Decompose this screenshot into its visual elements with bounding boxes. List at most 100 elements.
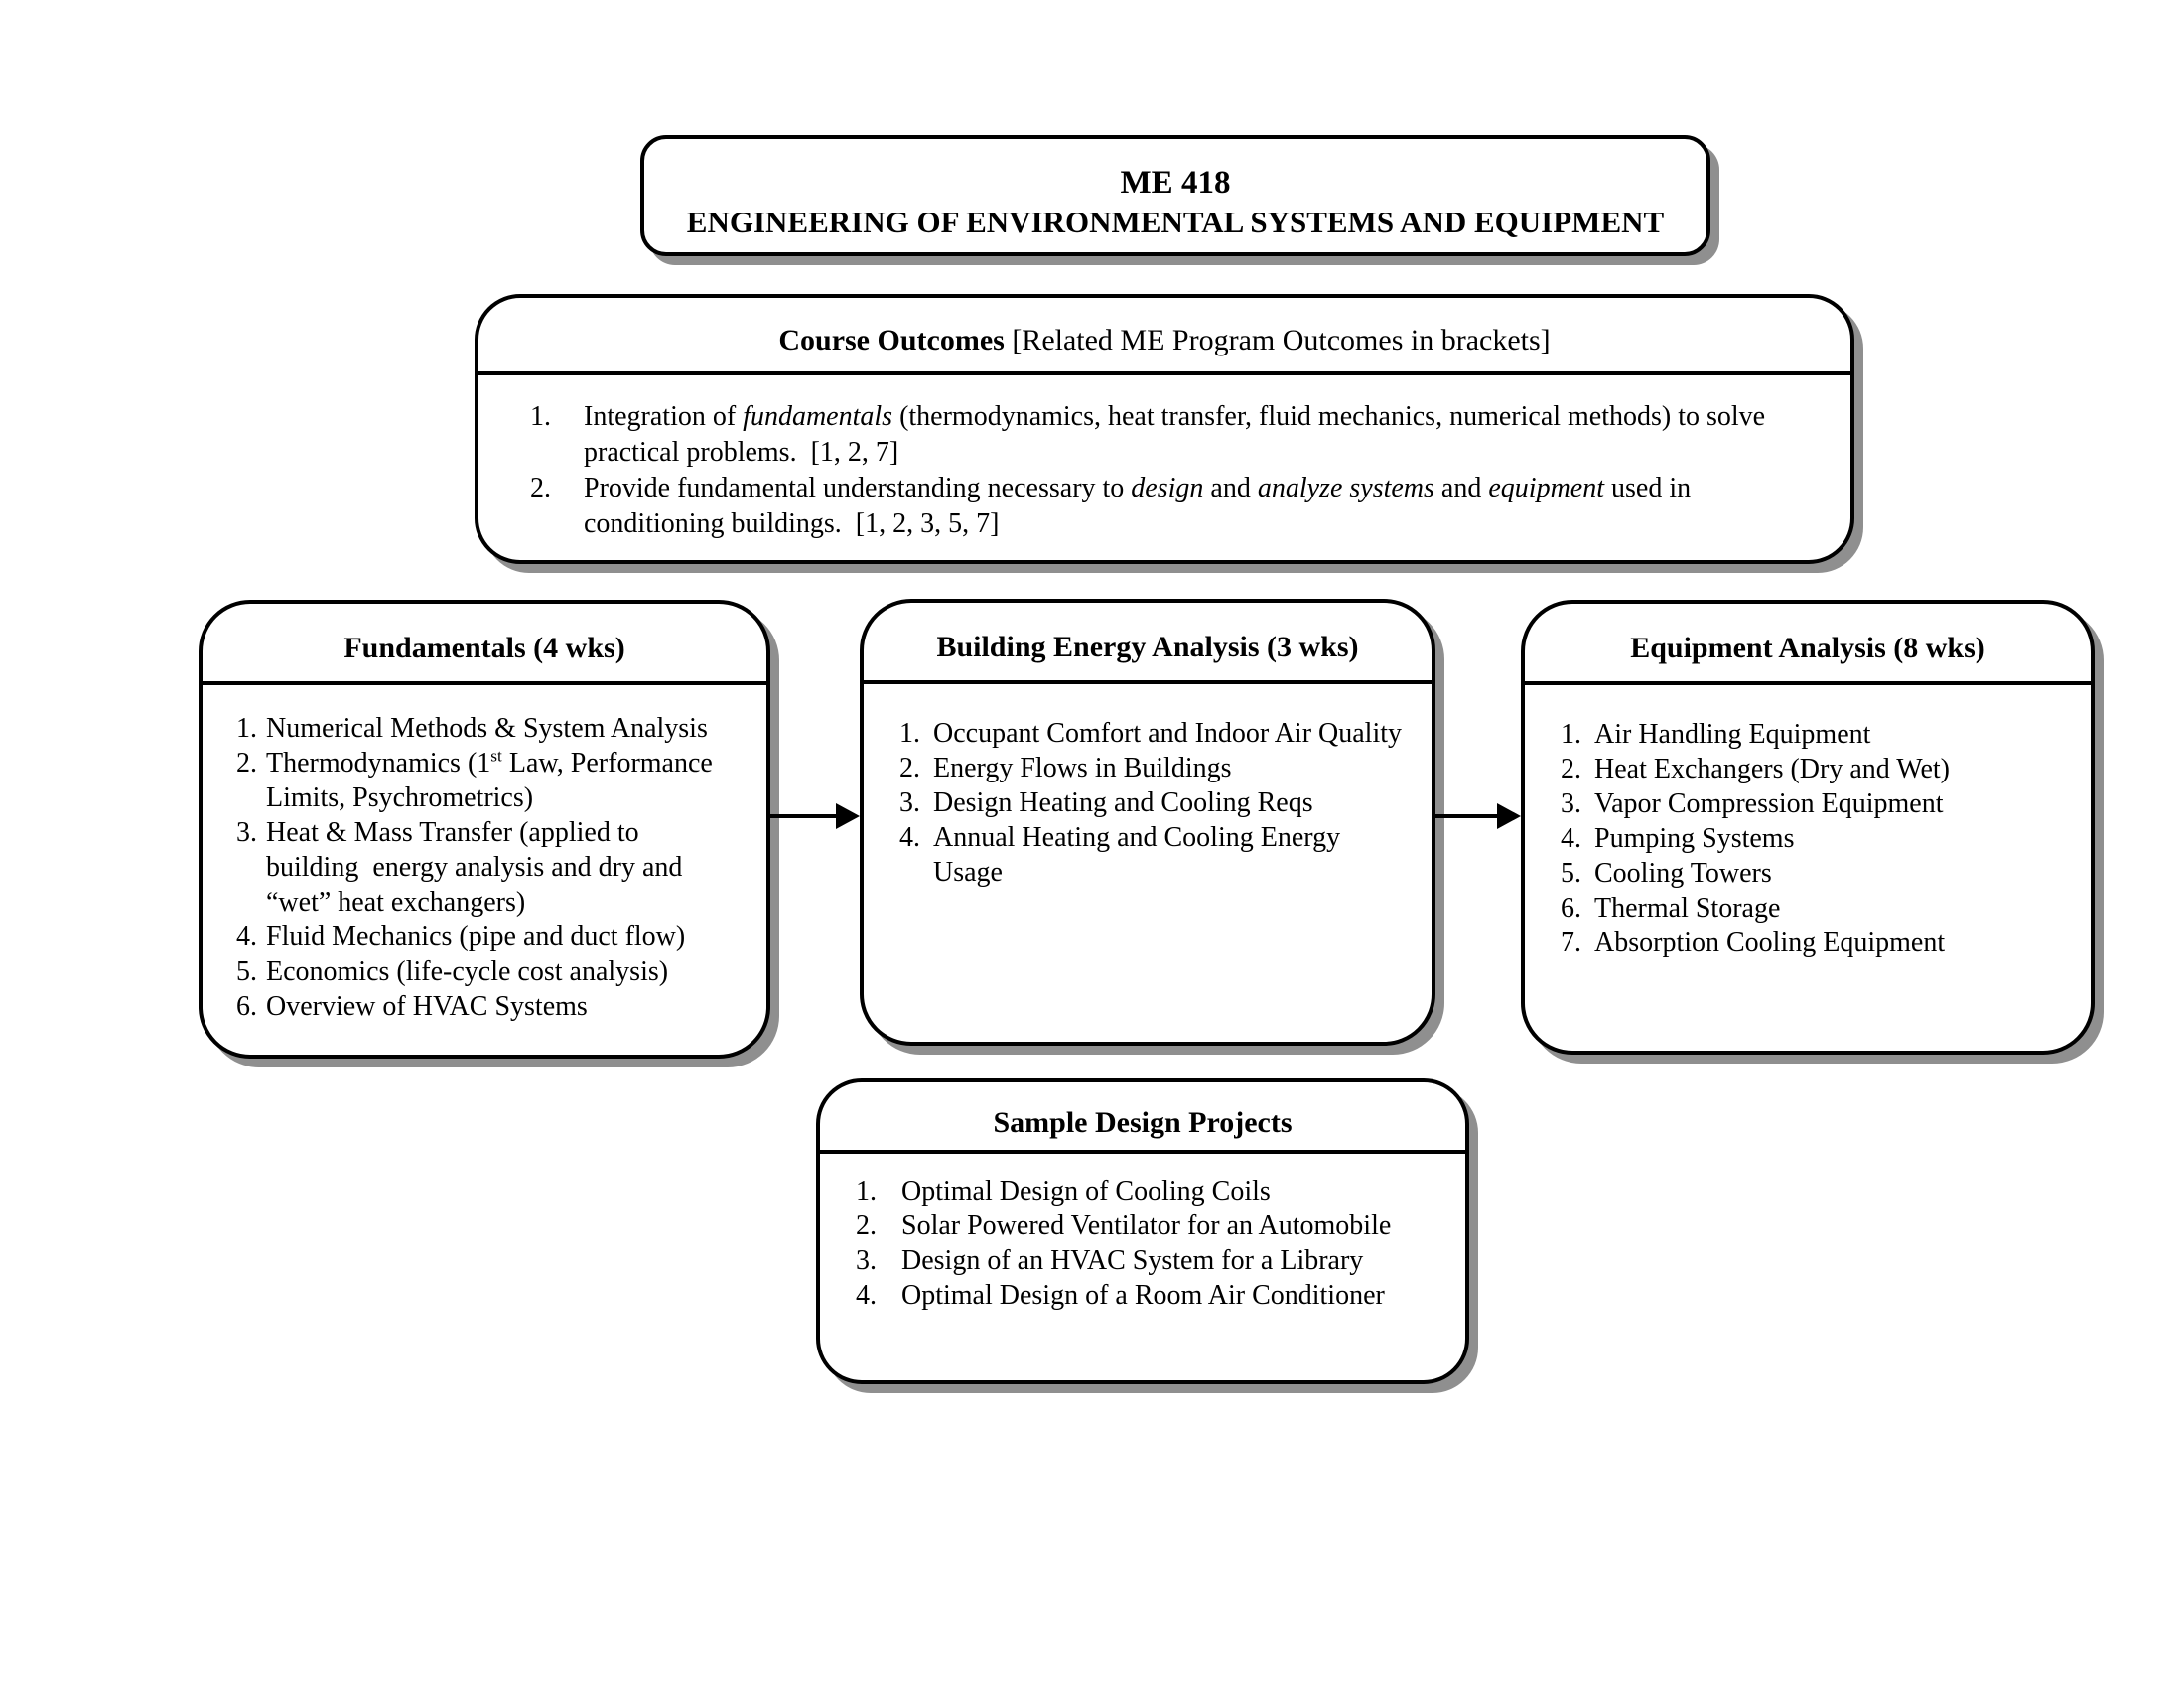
list-item-text: Thermodynamics (1st Law, Performance Lim… <box>266 746 713 813</box>
course-outcomes-box: Course Outcomes [Related ME Program Outc… <box>475 294 1854 564</box>
list-item: 2. Thermodynamics (1st Law, Performance L… <box>236 746 766 815</box>
flow-arrow-building-to-equipment <box>1435 803 1521 829</box>
list-item: 6. Thermal Storage <box>1561 891 2091 925</box>
list-item-text: Fluid Mechanics (pipe and duct flow) <box>266 922 686 952</box>
list-item-number: 5. <box>1561 858 1581 889</box>
list-item: 3. Design Heating and Cooling Reqs <box>899 785 1432 820</box>
list-item-number: 1. <box>236 713 257 744</box>
list-item-number: 3. <box>1561 788 1581 819</box>
list-item: 3. Design of an HVAC System for a Library <box>856 1243 1465 1278</box>
list-item: 1. Numerical Methods & System Analysis <box>236 711 766 746</box>
building-energy-body: 1. Occupant Comfort and Indoor Air Qualit… <box>864 684 1432 890</box>
arrow-shaft <box>770 814 840 818</box>
equipment-analysis-list: 1. Air Handling Equipment 2. Heat Exchanger… <box>1561 717 2091 960</box>
course-outcomes-header: Course Outcomes [Related ME Program Outc… <box>478 298 1850 375</box>
list-item-text: Optimal Design of Cooling Coils <box>901 1176 1271 1207</box>
list-item: 2. Solar Powered Ventilator for an Automo… <box>856 1208 1465 1243</box>
list-item: 2. Energy Flows in Buildings <box>899 751 1432 785</box>
arrow-head-icon <box>836 803 860 829</box>
sample-projects-title: Sample Design Projects <box>820 1082 1465 1154</box>
list-item: 4. Pumping Systems <box>1561 821 2091 856</box>
list-item-text: Overview of HVAC Systems <box>266 991 588 1022</box>
list-item-text: Optimal Design of a Room Air Conditioner <box>901 1280 1385 1311</box>
list-item-number: 2. <box>1561 754 1581 784</box>
equipment-analysis-title: Equipment Analysis (8 wks) <box>1525 604 2091 685</box>
list-item: 1. Air Handling Equipment <box>1561 717 2091 752</box>
list-item-text: Solar Powered Ventilator for an Automobi… <box>901 1210 1392 1241</box>
list-item-text: Design Heating and Cooling Reqs <box>933 787 1313 818</box>
list-item-number: 3. <box>899 787 920 818</box>
course-outcomes-body: 1. Integration of fundamentals (thermodyn… <box>478 375 1850 542</box>
list-item: 5. Cooling Towers <box>1561 856 2091 891</box>
list-item-text: Design of an HVAC System for a Library <box>901 1245 1364 1276</box>
course-number: ME 418 <box>1120 165 1231 201</box>
list-item-text: Provide fundamental understanding necess… <box>584 473 1692 539</box>
arrow-shaft <box>1435 814 1501 818</box>
title-box: ME 418 ENGINEERING OF ENVIRONMENTAL SYST… <box>640 135 1710 256</box>
building-energy-list: 1. Occupant Comfort and Indoor Air Qualit… <box>899 716 1432 890</box>
list-item: 1. Integration of fundamentals (thermodyn… <box>530 399 1850 471</box>
list-item-text: Heat & Mass Transfer (applied to buildin… <box>266 817 683 918</box>
list-item-text: Pumping Systems <box>1594 823 1795 854</box>
sample-projects-box: Sample Design Projects 1. Optimal Design … <box>816 1078 1469 1384</box>
flow-arrow-fundamentals-to-building <box>770 803 860 829</box>
course-outcomes-list: 1. Integration of fundamentals (thermodyn… <box>530 399 1850 542</box>
fundamentals-title: Fundamentals (4 wks) <box>203 604 766 685</box>
list-item-number: 1. <box>1561 719 1581 750</box>
course-title: ENGINEERING OF ENVIRONMENTAL SYSTEMS AND… <box>686 205 1665 239</box>
list-item-number: 2. <box>899 753 920 783</box>
arrow-head-icon <box>1497 803 1521 829</box>
list-item: 4.Annual Heating and Cooling Energy Usag… <box>899 820 1432 890</box>
list-item-text: Vapor Compression Equipment <box>1594 788 1944 819</box>
list-item-number: 6. <box>1561 893 1581 924</box>
list-item-text: Cooling Towers <box>1594 858 1772 889</box>
list-item-number: 1. <box>856 1176 877 1207</box>
list-item-number: 2. <box>236 748 257 779</box>
list-item-number: 2. <box>530 473 551 503</box>
list-item-text: Energy Flows in Buildings <box>933 753 1232 783</box>
list-item: 2. Provide fundamental understanding nece… <box>530 471 1850 542</box>
list-item-number: 3. <box>856 1245 877 1276</box>
list-item-number: 4. <box>236 922 257 952</box>
building-energy-box: Building Energy Analysis (3 wks) 1. Occup… <box>860 599 1435 1046</box>
equipment-analysis-box: Equipment Analysis (8 wks) 1. Air Handlin… <box>1521 600 2095 1055</box>
list-item-number: 1. <box>899 718 920 749</box>
list-item-number: 4. <box>899 822 920 853</box>
list-item: 3. Vapor Compression Equipment <box>1561 786 2091 821</box>
list-item-text: Integration of fundamentals (thermodynam… <box>584 401 1766 468</box>
list-item-text: Thermal Storage <box>1594 893 1781 924</box>
list-item-text: Numerical Methods & System Analysis <box>266 713 708 744</box>
list-item: 5. Economics (life-cycle cost analysis) <box>236 954 766 989</box>
list-item-number: 4. <box>856 1280 877 1311</box>
fundamentals-list: 1. Numerical Methods & System Analysis 2. T… <box>236 711 766 1024</box>
list-item: 6. Overview of HVAC Systems <box>236 989 766 1024</box>
list-item: 4. Optimal Design of a Room Air Condition… <box>856 1278 1465 1313</box>
equipment-analysis-body: 1. Air Handling Equipment 2. Heat Exchanger… <box>1525 685 2091 960</box>
list-item-number: 4. <box>1561 823 1581 854</box>
list-item-text: Absorption Cooling Equipment <box>1594 927 1946 958</box>
list-item-number: 5. <box>236 956 257 987</box>
list-item: 4. Fluid Mechanics (pipe and duct flow) <box>236 920 766 954</box>
list-item: 3. Heat & Mass Transfer (applied to build… <box>236 815 766 920</box>
list-item-number: 6. <box>236 991 257 1022</box>
fundamentals-body: 1. Numerical Methods & System Analysis 2. T… <box>203 685 766 1024</box>
course-outcomes-title: Course Outcomes <box>778 324 1005 356</box>
list-item-text: Occupant Comfort and Indoor Air Quality <box>933 718 1403 749</box>
building-energy-title: Building Energy Analysis (3 wks) <box>864 603 1432 684</box>
list-item-text: Economics (life-cycle cost analysis) <box>266 956 669 987</box>
sample-projects-body: 1. Optimal Design of Cooling Coils 2. Solar… <box>820 1154 1465 1313</box>
list-item: 1. Optimal Design of Cooling Coils <box>856 1174 1465 1208</box>
list-item-number: 1. <box>530 401 551 432</box>
course-outcomes-subtitle: [Related ME Program Outcomes in brackets… <box>1004 324 1551 356</box>
list-item-number: 3. <box>236 817 257 848</box>
list-item-text: Heat Exchangers (Dry and Wet) <box>1594 754 1950 784</box>
fundamentals-box: Fundamentals (4 wks) 1. Numerical Methods… <box>199 600 770 1059</box>
list-item: 1. Occupant Comfort and Indoor Air Qualit… <box>899 716 1432 751</box>
list-item: 2. Heat Exchangers (Dry and Wet) <box>1561 752 2091 786</box>
list-item-text: Air Handling Equipment <box>1594 719 1871 750</box>
list-item-number: 7. <box>1561 927 1581 958</box>
sample-projects-list: 1. Optimal Design of Cooling Coils 2. Solar… <box>856 1174 1465 1313</box>
list-item-number: 2. <box>856 1210 877 1241</box>
list-item: 7. Absorption Cooling Equipment <box>1561 925 2091 960</box>
